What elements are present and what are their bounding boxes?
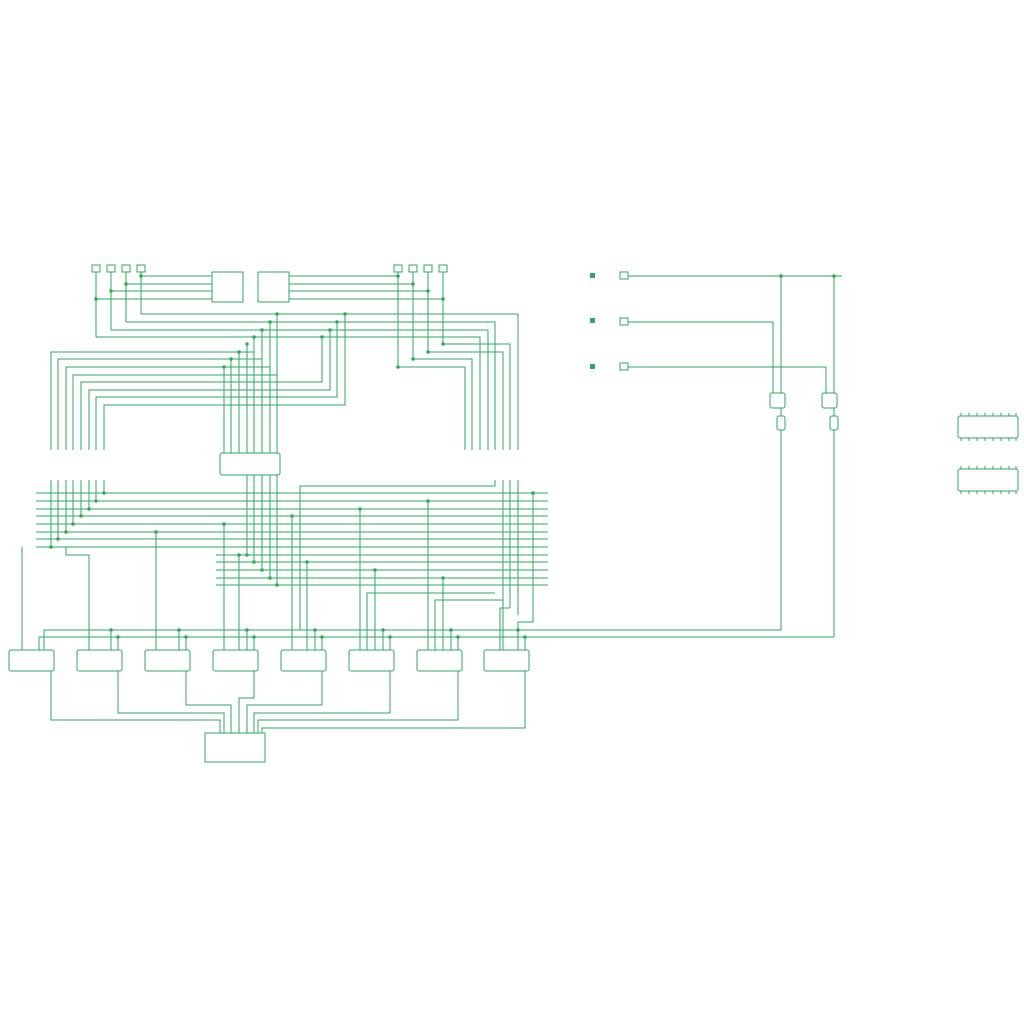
unit-block[interactable]	[8, 649, 55, 672]
top-gate-right[interactable]	[257, 271, 290, 303]
unit-block[interactable]	[280, 649, 327, 672]
control-input[interactable]	[619, 271, 629, 280]
decoder-block[interactable]	[219, 452, 281, 476]
control-marker	[590, 273, 595, 278]
input-pins-left	[91, 264, 146, 273]
input-pin[interactable]	[91, 264, 101, 273]
control-marker	[590, 318, 595, 323]
unit-block[interactable]	[76, 649, 123, 672]
bus-loops	[50, 312, 519, 453]
unit-block[interactable]	[144, 649, 191, 672]
resistor[interactable]	[776, 415, 786, 431]
control-marker	[590, 364, 595, 369]
unit-block[interactable]	[348, 649, 395, 672]
input-pin[interactable]	[408, 264, 418, 273]
unit-block[interactable]	[483, 649, 530, 672]
input-pin[interactable]	[106, 264, 116, 273]
top-gate-left[interactable]	[211, 271, 244, 303]
output-wiring	[50, 671, 526, 733]
control-input[interactable]	[619, 362, 629, 371]
resistor[interactable]	[829, 415, 839, 431]
control-input[interactable]	[619, 317, 629, 326]
input-pin[interactable]	[423, 264, 433, 273]
input-pin[interactable]	[393, 264, 403, 273]
input-pins-right	[393, 264, 448, 273]
unit-block[interactable]	[416, 649, 463, 672]
control-section	[590, 271, 842, 637]
input-pin[interactable]	[121, 264, 131, 273]
bottom-units	[8, 649, 530, 672]
side-chips	[957, 413, 1019, 494]
input-wires	[94, 272, 445, 367]
input-pin[interactable]	[136, 264, 146, 273]
control-gate[interactable]	[769, 392, 786, 409]
ic-chip[interactable]	[957, 468, 1019, 492]
bus-to-units	[21, 493, 834, 650]
control-gate[interactable]	[821, 392, 838, 409]
output-block[interactable]	[204, 732, 266, 763]
input-pin[interactable]	[438, 264, 448, 273]
ic-chip[interactable]	[957, 415, 1019, 439]
unit-block[interactable]	[212, 649, 259, 672]
